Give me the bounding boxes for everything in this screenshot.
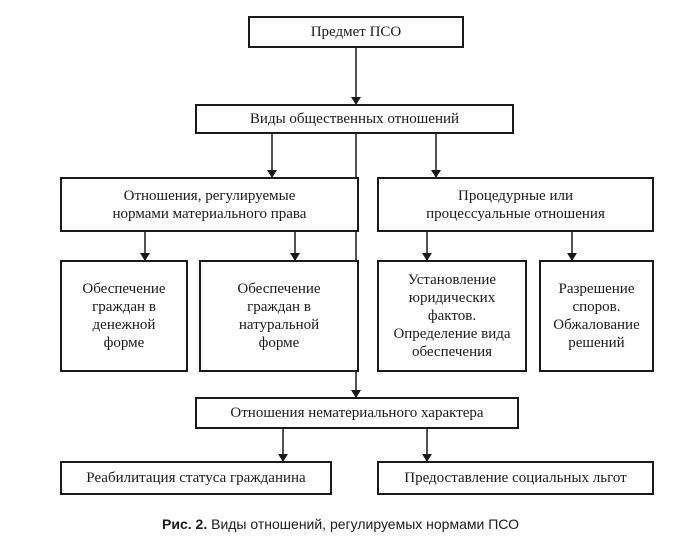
node-types: Виды общественных отношений xyxy=(195,104,514,134)
node-facts-line: фактов. xyxy=(427,308,477,324)
node-root-label: Предмет ПСО xyxy=(310,24,402,40)
node-disputes-line: решений xyxy=(568,335,625,351)
node-natural-line: форме xyxy=(258,335,300,351)
node-natural-line: граждан в xyxy=(247,299,311,315)
node-money-line: Обеспечение xyxy=(82,281,166,297)
node-disputes-line: Разрешение xyxy=(558,281,635,297)
node-facts-line: Установление xyxy=(407,272,497,288)
node-facts-line: Определение вида xyxy=(393,326,511,342)
node-money-line: граждан в xyxy=(92,299,156,315)
node-nonmaterial: Отношения нематериального характера xyxy=(195,397,519,429)
figure-caption: Рис. 2. Виды отношений, регулируемых нор… xyxy=(0,516,681,532)
figure-caption-label: Рис. 2. xyxy=(162,516,208,532)
node-root: Предмет ПСО xyxy=(248,16,464,48)
node-material-line: Отношения, регулируемые xyxy=(123,187,296,204)
figure-caption-text: Виды отношений, регулируемых нормами ПСО xyxy=(207,516,519,532)
node-facts-line: обеспечения xyxy=(411,344,493,360)
node-rehab-label: Реабилитация статуса гражданина xyxy=(86,470,306,486)
node-benefits-label: Предоставление социальных льгот xyxy=(404,470,627,486)
node-natural: Обеспечение граждан в натуральной форме xyxy=(199,260,359,372)
node-material: Отношения, регулируемые нормами материал… xyxy=(60,177,359,232)
node-benefits: Предоставление социальных льгот xyxy=(377,461,654,495)
node-money-line: денежной xyxy=(92,317,156,333)
node-rehab: Реабилитация статуса гражданина xyxy=(60,461,332,495)
node-disputes-line: споров. xyxy=(572,299,621,315)
node-facts-line: юридических xyxy=(408,290,496,306)
node-types-label: Виды общественных отношений xyxy=(249,111,460,127)
node-money-line: форме xyxy=(103,335,145,351)
node-procedural: Процедурные или процессуальные отношения xyxy=(377,177,654,232)
node-disputes: Разрешение споров. Обжалование решений xyxy=(539,260,654,372)
node-nonmaterial-label: Отношения нематериального характера xyxy=(230,405,484,421)
node-procedural-line: процессуальные отношения xyxy=(426,205,605,222)
node-material-line: нормами материального права xyxy=(112,205,307,222)
node-disputes-line: Обжалование xyxy=(553,317,640,333)
node-procedural-line: Процедурные или xyxy=(457,187,573,204)
node-facts: Установление юридических фактов. Определ… xyxy=(377,260,527,372)
node-natural-line: натуральной xyxy=(238,317,320,333)
node-money: Обеспечение граждан в денежной форме xyxy=(60,260,188,372)
node-natural-line: Обеспечение xyxy=(237,281,321,297)
